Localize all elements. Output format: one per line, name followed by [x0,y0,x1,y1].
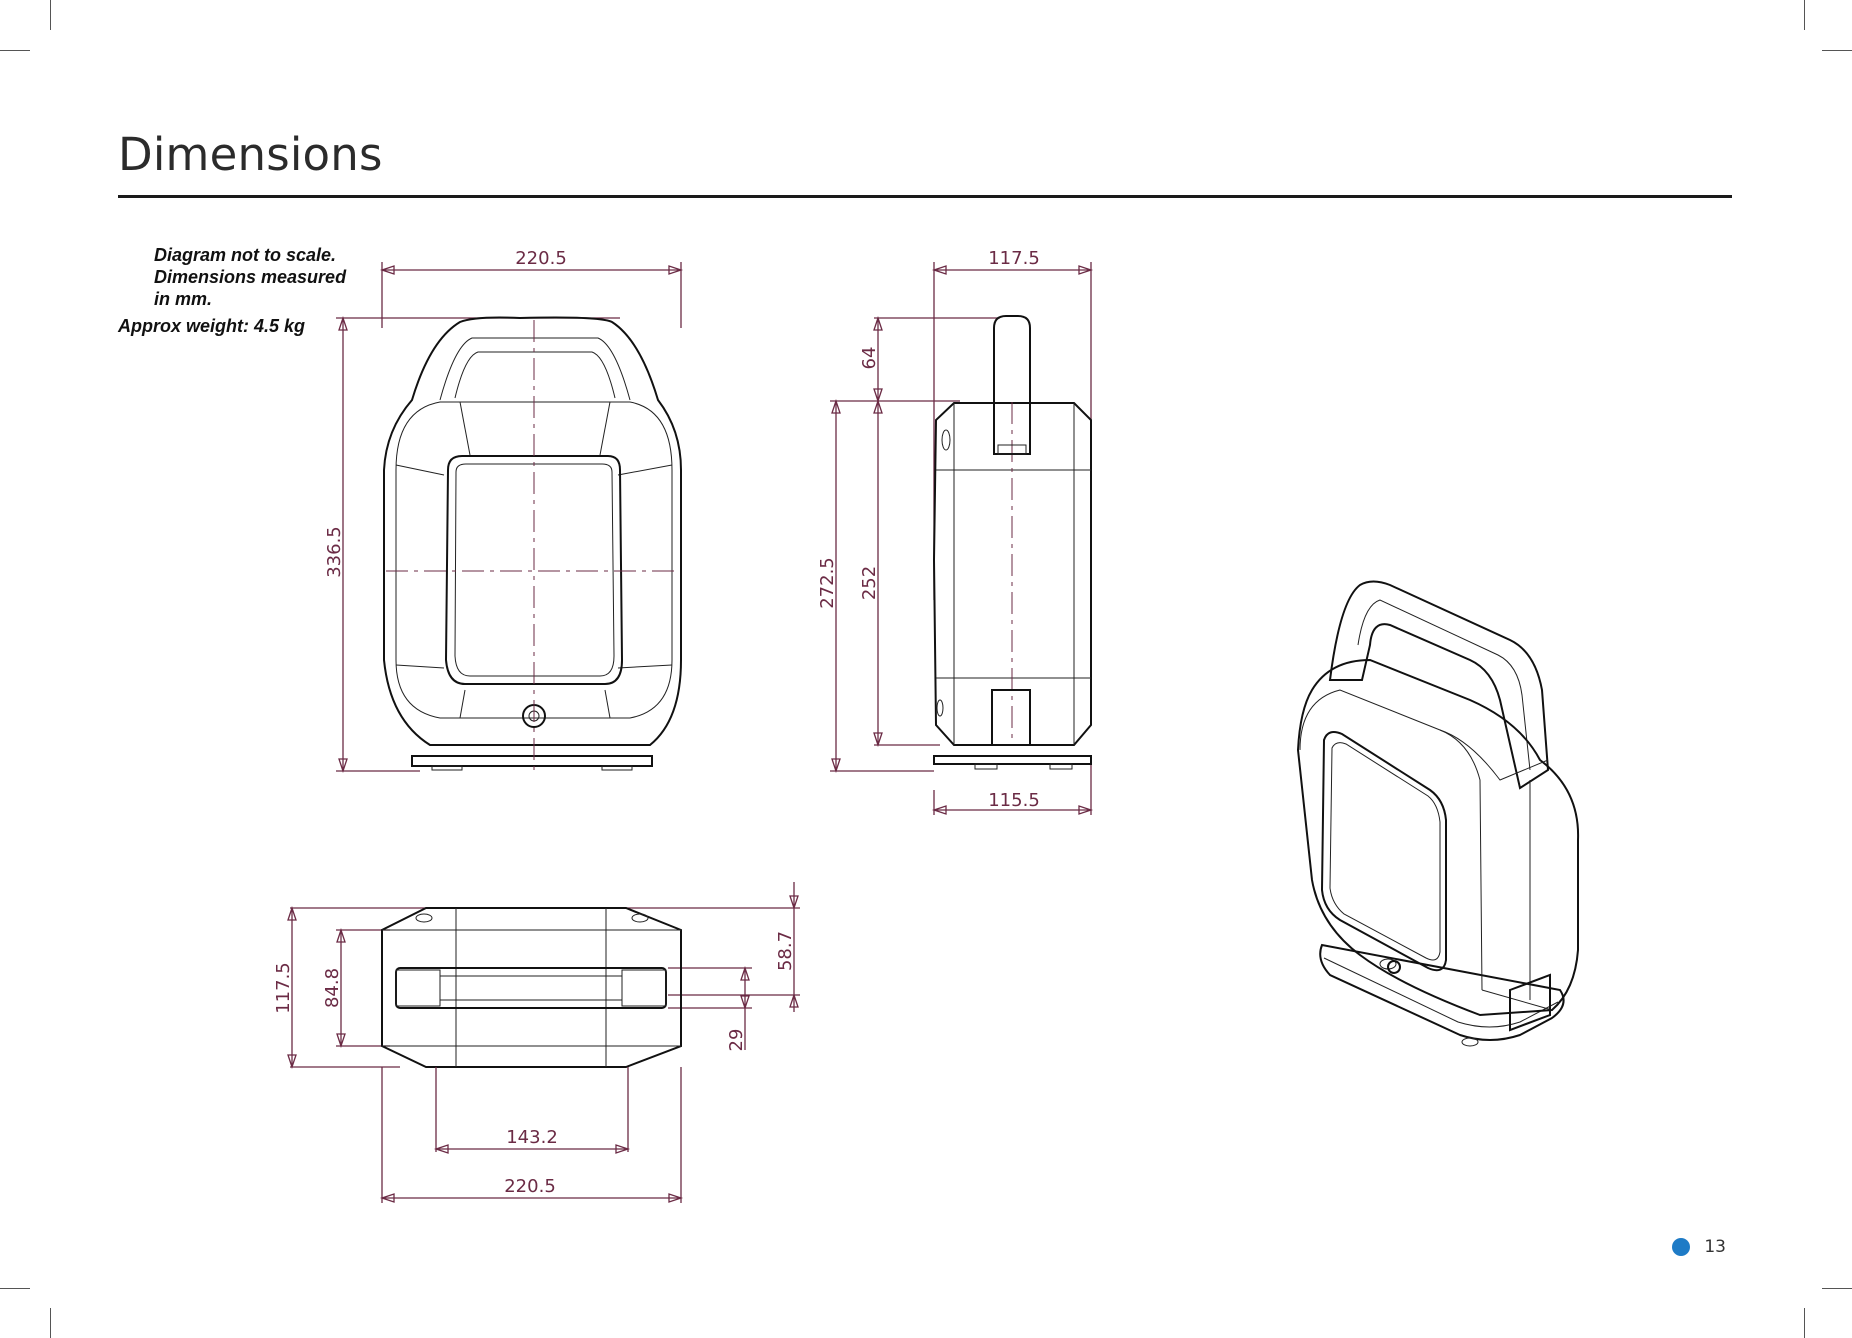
crop-mark [1822,1288,1852,1289]
front-view: 220.5 336.5 [324,248,684,774]
scale-note: Diagram not to scale. Dimensions measure… [154,245,347,309]
crop-mark [50,1308,51,1338]
crop-mark [0,1288,30,1289]
front-height-label: 336.5 [324,526,345,578]
crop-mark [1804,1308,1805,1338]
top-width-label: 220.5 [504,1176,556,1197]
crop-mark [1804,0,1805,30]
top-handle-offset-label: 58.7 [775,931,796,971]
page-number: 13 [1672,1237,1726,1257]
top-handle-span-label: 143.2 [506,1127,558,1148]
page-dot-icon [1672,1238,1691,1256]
top-handle-width-label: 29 [726,1029,747,1052]
side-base-depth-label: 115.5 [988,790,1040,811]
side-depth-top-label: 117.5 [988,248,1040,269]
crop-mark [50,0,51,30]
front-width-label: 220.5 [515,248,567,269]
side-view: 117.5 64 252 272.5 115.5 [817,248,1094,815]
crop-mark [0,50,30,51]
title-rule [118,195,1732,198]
isometric-view [1296,580,1580,1047]
top-view: 117.5 84.8 58.7 29 [273,882,800,1203]
top-body-depth-label: 84.8 [322,968,343,1008]
top-depth-label: 117.5 [273,962,294,1014]
crop-mark [1822,50,1852,51]
page-number-label: 13 [1704,1237,1726,1257]
side-body-height-label: 252 [859,566,880,600]
weight-note: Approx weight: 4.5 kg [118,316,306,336]
side-overall-height-label: 272.5 [817,557,838,609]
side-handle-height-label: 64 [859,347,880,370]
page-title: Dimensions [118,128,383,181]
